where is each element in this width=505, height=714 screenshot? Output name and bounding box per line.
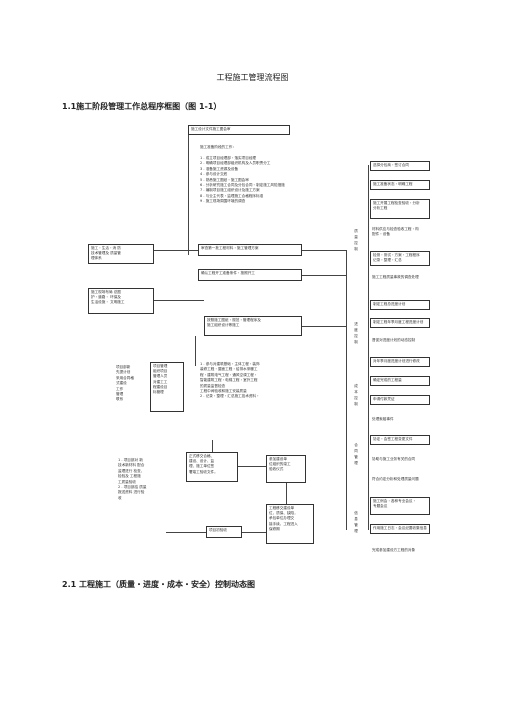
label-schedule-control: 进 度 控 制	[354, 322, 358, 344]
right-box-quantity: 确定完成的工程量	[370, 376, 430, 386]
right-box-dynamic-control: 督促对进度计划的动态控制	[372, 338, 416, 342]
connector	[302, 275, 346, 276]
connector	[212, 440, 213, 452]
connector	[154, 300, 204, 301]
connector	[302, 250, 346, 251]
mid-box-start-conditions: 确认工程开工准备条件・按照开工	[198, 269, 302, 281]
prep-heading: 施工准备阶段的工作：	[200, 145, 236, 149]
prep-item: 7 . 编制项目施工组织设计及施工方案	[200, 188, 260, 193]
right-box-meetings: 施工例会・各种专业会议・ 专题会议	[370, 497, 430, 515]
connector	[238, 466, 266, 467]
prep-item: 4 . 参与设计交底	[200, 172, 228, 177]
label-contract-management: 合 同 管 理	[354, 443, 358, 465]
label-cost-control: 成 本 控 制	[354, 384, 358, 406]
right-box-schedule-revision: 对年季月度进度计划进行修改	[370, 357, 430, 367]
connector	[302, 326, 346, 327]
connector	[242, 532, 266, 533]
project-dept-text: 项目部新 先提计划 采用合同格 式建设 工作 管理 联系	[116, 365, 134, 402]
right-spine	[368, 165, 369, 530]
drawing-review-box: 施工设计文件施工图会审	[188, 125, 290, 135]
right-box-change-docs: 协定・会签工程变更文件	[370, 435, 430, 445]
prep-item: 2 . 明确项目经理部组织机构及人员职责分工	[200, 161, 271, 166]
prep-item: 9 . 施工现场周围环境的调查	[200, 199, 246, 204]
mid-box-review: 审查第一批工程材料・施工管理方案	[198, 244, 302, 256]
left-box-management: 施工・生活・消 防 技术管理及 质量管 理体系	[88, 244, 154, 264]
right-box-contracts: 协助与施工业务有关的合同	[372, 457, 416, 461]
participate-box: 参加建设单 位组织的竣工 验收仪式	[266, 455, 306, 483]
right-box-subcontract: 选择分包商・签订合同	[370, 161, 430, 171]
construction-tasks: 1 . 参与对建筑基础・主体工程・装饰 装修工程・屋面工程・给排水采暖工 程・建…	[200, 362, 260, 399]
left-bottom-notes: 1 . 项目部对 新 技术新材料 配合 监理进行 检查、 检验及 工程施 工质量…	[118, 458, 147, 500]
completion-box: 正式移交合格、 建设、设计、监 理、施工单位签 署竣工验收文件。	[186, 452, 238, 482]
right-box-prep-state: 施工准备状态・明确工程	[370, 180, 430, 190]
right-box-materials: 材料供应与检查验收工程・构 配件・设备	[372, 227, 419, 237]
prep-item: 5 . 熟悉施工图纸・施工图会审	[200, 177, 249, 182]
right-box-accident: 施工工程质量事故的调查处理	[372, 275, 419, 279]
page-title: 工程施工管理流程图	[216, 73, 289, 82]
footer-note: 完成参加建设方工程的对象	[372, 548, 416, 552]
right-box-testing: 检测・测试・方案・工程程序 记录・整理・汇总	[370, 251, 430, 266]
connector	[286, 483, 287, 504]
prep-item: 8 . 与业主代表・监理施工合格程序标准	[200, 193, 264, 198]
prep-item: 1 . 成立项目经理部・落实项目经理	[200, 156, 257, 160]
initial-acceptance-box: 项目初验收	[206, 526, 242, 538]
connector	[195, 336, 196, 366]
right-box-claims: 处理索赔事件	[372, 417, 394, 421]
connector	[188, 135, 189, 255]
connector	[166, 532, 206, 533]
prep-item: 3 . 准备施工资源及设备	[200, 166, 239, 171]
section-2-heading: 2.1 工程施工（质量・进度・成本・安全）控制动态图	[62, 580, 255, 589]
section-1-heading: 1.1施工阶段管理工作总程序框图（图 1-1）	[62, 102, 222, 111]
label-info-management: 信 息 管 理	[354, 511, 358, 533]
left-box-site-layout: 施工现场布局 总图 护・道路・ 环保及 生活设施・ 文明施工	[88, 288, 154, 314]
right-box-inspection: 施工开展工程检查验收・分析 分析工程	[370, 199, 430, 219]
mid-box-construction: 按照施工图纸・规范・管理程序及 施工组织设计等施工	[204, 316, 302, 336]
connector	[154, 250, 198, 251]
right-box-quality-issues: 符合约定分析和处理质量问题	[372, 477, 419, 481]
right-box-period-schedule: 制定工程年季月度工程进度计划	[370, 318, 430, 328]
settle-box: 工程移交建设单 位，质保、缺陷， 承包单位办理交 接手续，工程进入 保修期	[266, 504, 314, 544]
project-dept-box: 项目管理 组织项目 管理人员 对建工工 程建设目 标管理	[150, 362, 184, 412]
right-spine-2	[346, 250, 347, 530]
right-box-payment: 申请付款凭证	[370, 395, 430, 405]
right-box-master-schedule: 制定工程总进度计划	[370, 300, 430, 310]
prep-item: 6 . 分析研究施工合同及分包合同・制定施工风险措施	[200, 183, 285, 188]
label-quality-control: 质 量 控 制	[354, 229, 358, 251]
right-box-daily-log: 作用施工日志・会议纪要收集信息	[370, 524, 430, 534]
